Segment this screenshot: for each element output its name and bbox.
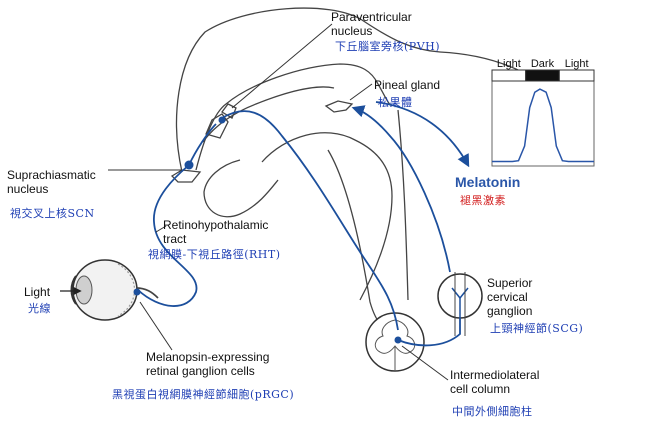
retina-neuron bbox=[133, 288, 141, 296]
iml-to-scg-path bbox=[397, 318, 461, 347]
pineal-to-melatonin-arrow bbox=[375, 101, 470, 168]
band-dark-1 bbox=[525, 69, 560, 82]
scg-label-line3: ganglion bbox=[487, 304, 533, 318]
pineal-label: Pineal gland bbox=[374, 78, 441, 92]
melatonin-label-zh: 褪黑激素 bbox=[460, 194, 506, 207]
iml-label-zh: 中間外側細胞柱 bbox=[452, 405, 533, 418]
band-label-0: Light bbox=[497, 58, 521, 70]
spinal-cord-outline bbox=[397, 109, 409, 301]
eye-illustration bbox=[70, 259, 159, 321]
scn-to-pvn-path bbox=[188, 123, 217, 166]
eye-lens bbox=[75, 275, 93, 305]
pvn-region-outline bbox=[205, 113, 229, 139]
scn-neuron bbox=[184, 160, 194, 170]
pvn-leader bbox=[231, 23, 333, 109]
light-dark-bar bbox=[491, 69, 595, 82]
thalamus-outline bbox=[261, 132, 393, 301]
iml-leader bbox=[401, 345, 449, 381]
melanopsin-label-zh: 黑視蛋白視網膜神經節細胞(pRGC) bbox=[112, 388, 295, 401]
rht-leader bbox=[155, 225, 167, 233]
leader-lines bbox=[108, 23, 449, 381]
scn-region-outline bbox=[170, 169, 202, 183]
scg-label-zh: 上頸神經節(SCG) bbox=[490, 322, 584, 335]
scn-label: Suprachiasmatic bbox=[7, 168, 96, 182]
rht-label: Retinohypothalamic bbox=[163, 218, 269, 232]
band-light-0 bbox=[491, 69, 527, 82]
light-dark-labels: Light Dark Light bbox=[497, 58, 589, 70]
pvn-neuron bbox=[218, 116, 226, 124]
melatonin-rhythm-plot: Light Dark Light bbox=[491, 58, 595, 167]
pvn-label-zh: 下丘腦室旁核(PVH) bbox=[335, 40, 441, 53]
iml-label: Intermediolateral bbox=[450, 368, 540, 382]
light-label-zh: 光線 bbox=[28, 302, 51, 315]
brain-outline bbox=[170, 7, 581, 327]
spinal-cord-section bbox=[365, 312, 425, 372]
optic-nerve bbox=[135, 287, 159, 299]
eye-iris bbox=[70, 275, 77, 305]
scn-label-zh: 視交叉上核SCN bbox=[10, 207, 95, 220]
scg-label: Superior bbox=[487, 276, 533, 290]
melanopsin-label-line2: retinal ganglion cells bbox=[146, 364, 255, 378]
melatonin-curve bbox=[492, 88, 594, 163]
scn-label-line2: nucleus bbox=[7, 182, 49, 196]
melanopsin-label: Melanopsin-expressing bbox=[146, 350, 270, 364]
pineal-gland-shape bbox=[324, 100, 354, 113]
cortex-outline bbox=[175, 7, 581, 173]
melatonin-label: Melatonin bbox=[455, 174, 521, 190]
scg-label-line2: cervical bbox=[487, 290, 528, 304]
pvn-to-iml-path bbox=[221, 110, 399, 331]
melanopsin-leader bbox=[139, 301, 173, 351]
rht-label-line2: tract bbox=[163, 232, 187, 246]
fornix-outline bbox=[202, 86, 335, 143]
band-label-2: Light bbox=[565, 58, 589, 70]
band-label-1: Dark bbox=[531, 58, 555, 70]
corpus-callosum-outline bbox=[195, 63, 393, 171]
pvn-label: Paraventricular bbox=[331, 10, 412, 24]
band-light-2 bbox=[558, 69, 595, 82]
pineal-leader bbox=[349, 83, 373, 101]
iml-label-line2: cell column bbox=[450, 382, 511, 396]
pvn-label-line2: nucleus bbox=[331, 24, 373, 38]
midbrain-outline bbox=[203, 159, 279, 218]
plot-frame bbox=[491, 69, 595, 167]
rht-path bbox=[137, 164, 198, 307]
brainstem-outline bbox=[327, 149, 383, 327]
pineal-label-zh: 松果體 bbox=[378, 96, 413, 109]
light-label: Light bbox=[24, 285, 51, 299]
rht-label-zh: 視網膜-下視丘路徑(RHT) bbox=[148, 248, 281, 261]
pvn-region-outline-2 bbox=[221, 103, 237, 119]
iml-neuron bbox=[394, 336, 402, 344]
scg-to-pineal-path bbox=[351, 105, 451, 273]
superior-cervical-ganglion bbox=[437, 272, 483, 336]
